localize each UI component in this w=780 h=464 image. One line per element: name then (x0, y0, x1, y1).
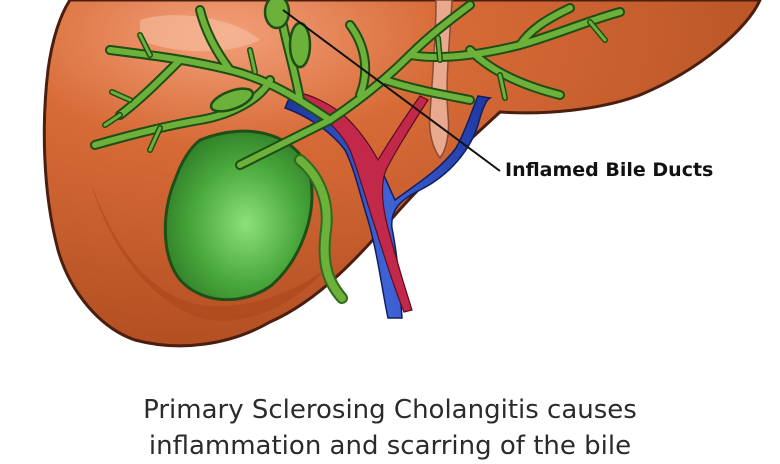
bile-duct-tree (90, 0, 625, 170)
callout-leader-line (282, 9, 501, 172)
inflamed-duct-bulge (263, 0, 291, 30)
caption: Primary Sclerosing Cholangitis causes in… (0, 392, 780, 464)
caption-line-2: inflammation and scarring of the bile (148, 431, 632, 461)
hepatic-artery (299, 93, 429, 313)
liver-highlight (140, 15, 260, 52)
portal-vein (284, 95, 493, 319)
caption-line-1: Primary Sclerosing Cholangitis causes (143, 395, 637, 425)
liver-illustration (42, 0, 762, 348)
gallbladder (163, 129, 314, 302)
inflamed-duct-bulge (288, 21, 312, 69)
liver-lower-shading (90, 180, 330, 321)
inflamed-duct-bulge (209, 87, 255, 113)
callout-label: Inflamed Bile Ducts (505, 159, 714, 181)
